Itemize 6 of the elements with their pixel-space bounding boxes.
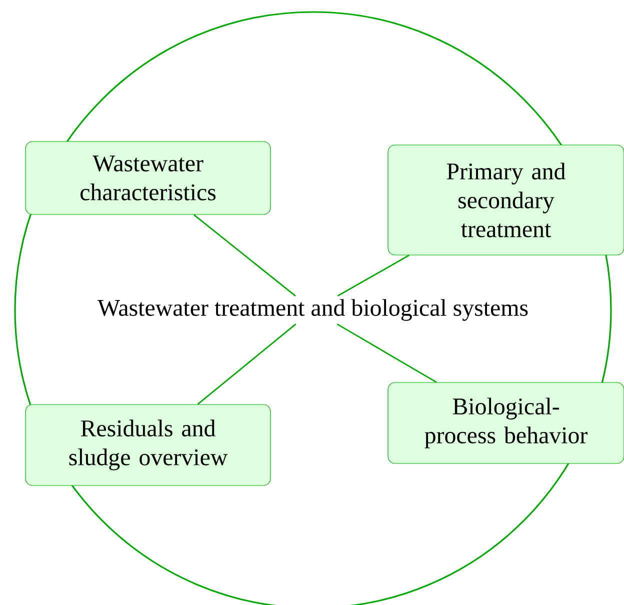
connector-line	[197, 324, 296, 405]
connector-line	[336, 323, 437, 383]
connector-line	[194, 214, 296, 296]
topic-box: Primary and secondary treatment	[388, 144, 624, 256]
connector-line	[337, 254, 410, 297]
topic-box: Biological-process behavior	[388, 382, 624, 464]
